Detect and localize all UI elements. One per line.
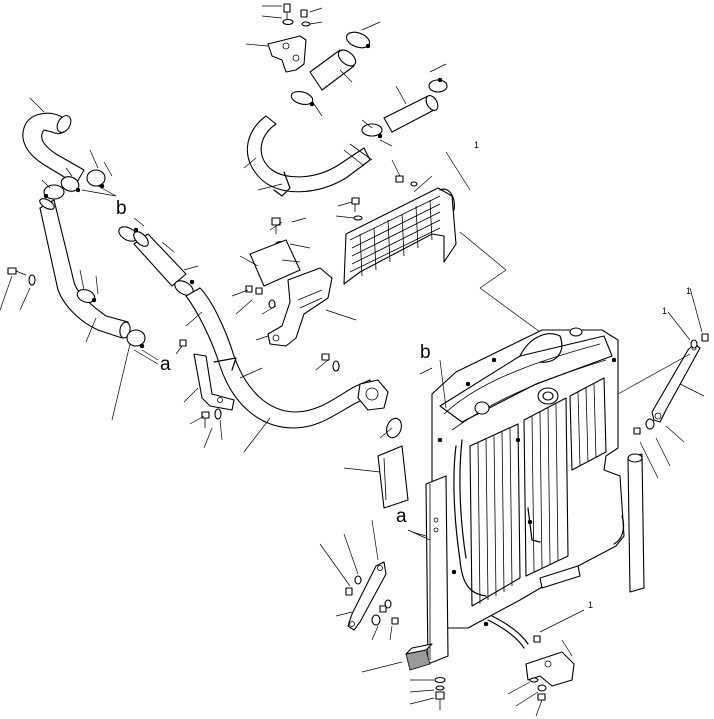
radiator-assembly: b	[419, 327, 645, 649]
callout-b-lower: b	[420, 342, 431, 363]
radiator-core-right	[569, 377, 607, 471]
pipe-stay	[273, 171, 291, 197]
radiator-core-center	[523, 397, 569, 577]
washer-icon	[529, 677, 539, 683]
washer-icon	[282, 18, 294, 26]
bolt-icon	[201, 411, 210, 428]
upper-hose-assembly	[290, 21, 448, 147]
washer-icon	[28, 274, 36, 286]
washer-icon	[214, 408, 222, 420]
support-bracket	[267, 267, 333, 347]
pipe-flange	[357, 379, 389, 411]
bolt-icon	[537, 693, 546, 701]
lower-coolant-pipe	[185, 287, 402, 453]
upper-stay-rod	[651, 343, 701, 423]
radiator-top-guard: 1	[335, 140, 541, 333]
bolt-icon	[300, 9, 308, 18]
washer-icon	[354, 575, 362, 585]
bolt-icon	[351, 197, 360, 212]
bolt-icon	[255, 287, 263, 295]
center-bracket-assembly	[231, 217, 357, 372]
washer-icon	[301, 21, 311, 27]
bolt-icon	[379, 605, 387, 613]
callout-b-upper: b	[116, 198, 127, 219]
callout-a-lower: a	[396, 506, 407, 527]
bolt-icon	[633, 427, 641, 435]
pipe-bracket	[193, 353, 235, 411]
washer-icon	[410, 181, 418, 187]
bolt-icon	[533, 635, 541, 643]
lower-left-bracket-assembly	[175, 339, 235, 449]
bolt-icon	[701, 333, 709, 342]
hose-clamp-icon	[118, 226, 139, 242]
bottom-mount-assembly: 1	[361, 600, 593, 717]
hose-clamp-icon	[428, 77, 448, 93]
hose-clamp-icon	[290, 90, 315, 107]
washer-icon	[537, 684, 547, 692]
mark-1-guard: 1	[474, 140, 479, 150]
mark-1-stay-b: 1	[662, 306, 667, 316]
hose-clamp-icon	[126, 329, 146, 349]
bolt-icon	[7, 267, 27, 276]
side-cover-assembly: a	[343, 445, 449, 665]
filler-cap	[474, 401, 490, 415]
hose-clamp-icon	[361, 123, 383, 139]
hose-clamp-icon	[345, 31, 371, 49]
washer-icon	[332, 360, 340, 372]
hose-clamp-icon	[86, 169, 106, 189]
hose-clamp-icon	[60, 176, 81, 193]
top-bracket	[267, 35, 307, 73]
mark-1-bottom: 1	[588, 600, 593, 610]
grille-guard	[343, 187, 457, 285]
mark-1-stay: 1	[686, 286, 691, 296]
washer-icon	[435, 685, 445, 691]
bolt-icon	[435, 691, 445, 710]
bolt-icon	[283, 3, 291, 20]
washer-icon	[434, 676, 446, 684]
mount-plate	[249, 239, 301, 287]
shroud-seal	[377, 445, 409, 509]
oil-cooler-tube	[627, 453, 645, 593]
top-bracket-assembly	[245, 3, 323, 73]
upper-coolant-pipe	[243, 115, 373, 197]
callout-a-left: a	[160, 354, 171, 375]
left-elbow-hose	[22, 112, 85, 185]
bolt-icon	[179, 339, 187, 347]
washer-icon	[353, 215, 363, 221]
left-upper-hose-assembly: b	[22, 97, 127, 219]
bolt-icon	[245, 285, 253, 293]
bolt-icon	[271, 217, 281, 234]
pipe-support	[213, 357, 237, 371]
washer-icon	[386, 417, 402, 439]
lower-stay-assembly	[319, 519, 399, 641]
hose-clamp-icon	[43, 184, 65, 200]
washer-icon	[690, 339, 698, 349]
bolt-icon	[321, 353, 330, 361]
middle-hose-assembly	[118, 217, 199, 296]
left-lower-hose-assembly: a	[0, 198, 171, 421]
hose-clamp-icon	[76, 289, 97, 303]
right-stay-assembly: 1 1	[617, 286, 709, 479]
bolt-icon	[345, 587, 353, 596]
washer-icon	[371, 614, 381, 626]
side-cover	[425, 475, 449, 665]
left-lower-hose	[39, 199, 129, 339]
bolt-icon	[391, 617, 399, 625]
radiator-stay	[347, 561, 387, 631]
bolt-icon	[395, 175, 404, 183]
washer-icon	[645, 418, 655, 430]
